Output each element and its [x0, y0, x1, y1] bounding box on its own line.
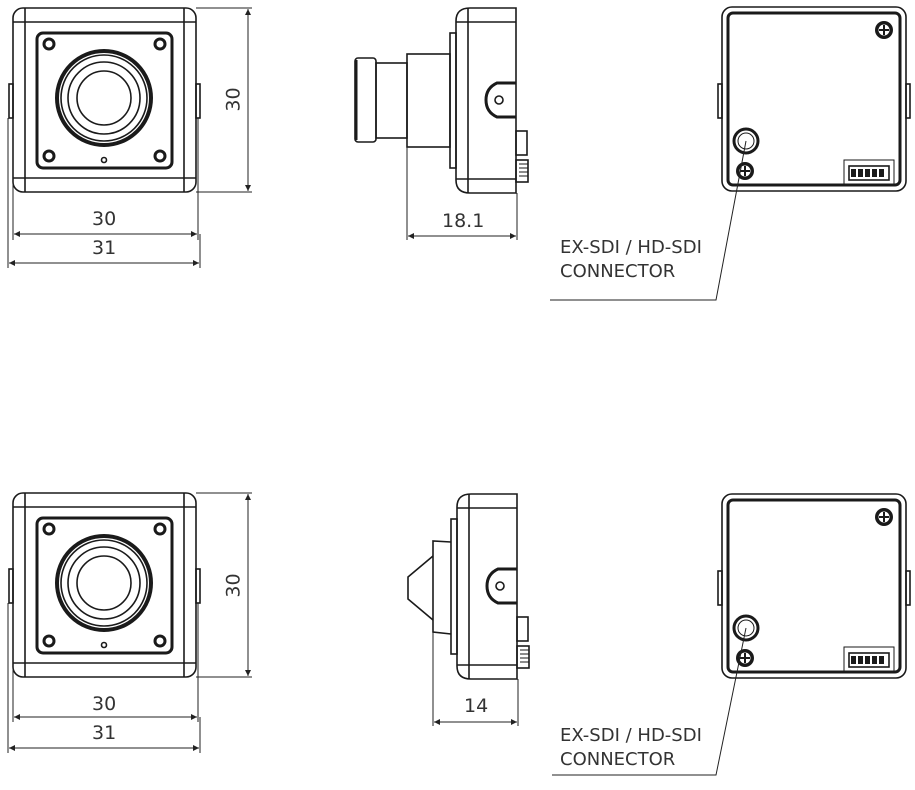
connector-callout-label: EX-SDI / HD-SDI CONNECTOR	[560, 724, 702, 772]
depth-dimension-label: 18.1	[442, 210, 485, 232]
side-view-pinhole	[407, 492, 531, 726]
connector-callout-line2: CONNECTOR	[560, 749, 676, 770]
connector-callout-line1: EX-SDI / HD-SDI	[560, 725, 702, 746]
side-view-standard	[354, 6, 530, 240]
connector-callout-line2: CONNECTOR	[560, 261, 676, 282]
front-view-pinhole	[7, 491, 252, 753]
inner-width-dimension-label: 30	[92, 693, 117, 715]
height-dimension-label: 30	[222, 573, 245, 598]
connector-callout-label: EX-SDI / HD-SDI CONNECTOR	[560, 236, 702, 284]
front-view-standard	[7, 6, 202, 194]
depth-dimension-label: 14	[464, 695, 489, 717]
rear-view-pinhole	[552, 492, 912, 776]
outer-width-dimension-label: 31	[92, 237, 117, 259]
height-dimension-label: 30	[222, 87, 245, 112]
inner-width-dimension-label: 30	[92, 208, 117, 230]
outer-width-dimension-label: 31	[92, 722, 117, 744]
front-dimensions-standard	[7, 7, 252, 268]
rear-view-standard	[550, 5, 912, 301]
connector-callout-line1: EX-SDI / HD-SDI	[560, 237, 702, 258]
